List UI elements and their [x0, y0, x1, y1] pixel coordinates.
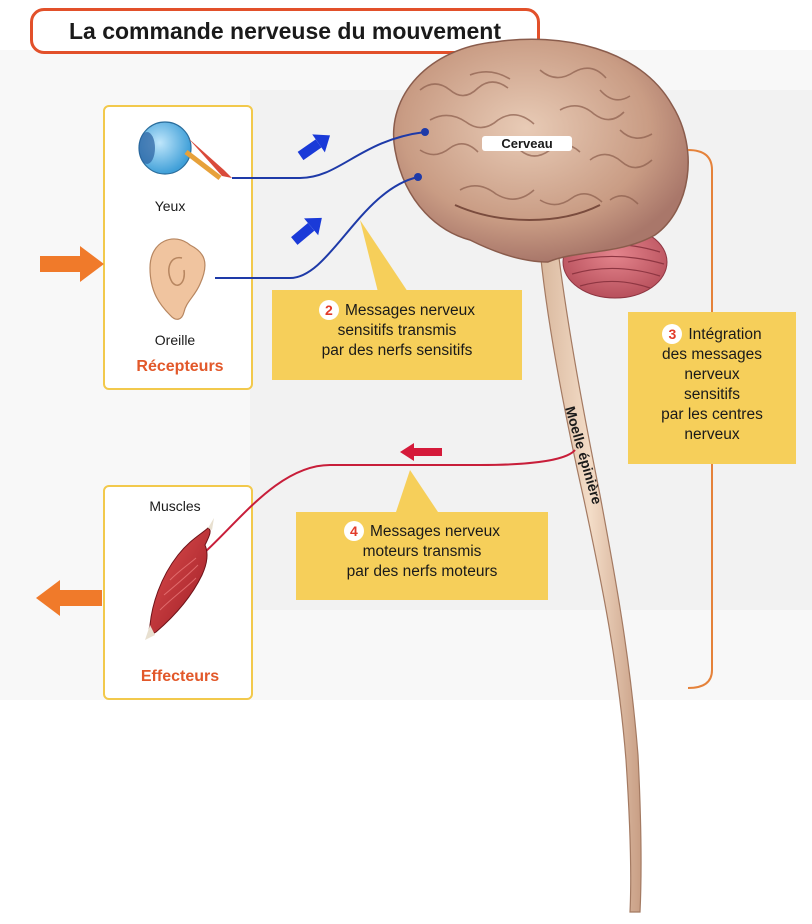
- sensory-arrow-lower: [287, 209, 329, 249]
- ear-icon: [150, 239, 205, 319]
- integration-callout-line-5: par les centres: [628, 405, 796, 425]
- motor-callout-line-2: moteurs transmis: [296, 542, 548, 562]
- sensory-callout-pointer: [360, 220, 408, 292]
- step-3-badge: 3: [662, 324, 682, 344]
- integration-callout-line-2: des messages: [628, 345, 796, 365]
- sensory-callout-line-3: par des nerfs sensitifs: [272, 341, 522, 361]
- sensory-messages-callout: 2Messages nerveux sensitifs transmis par…: [272, 290, 522, 380]
- muscle-icon: [145, 518, 214, 640]
- spinal-cord: [540, 250, 641, 912]
- output-arrow: [36, 580, 102, 616]
- muscle-label: Muscles: [135, 498, 215, 514]
- motor-arrow: [400, 443, 442, 461]
- sensory-arrow-upper: [294, 126, 336, 165]
- motor-callout-pointer: [395, 470, 440, 515]
- sensory-callout-line-2: sensitifs transmis: [272, 321, 522, 341]
- receptors-label: Récepteurs: [110, 358, 250, 376]
- motor-callout-line-3: par des nerfs moteurs: [296, 562, 548, 582]
- ear-label: Oreille: [140, 332, 210, 348]
- integration-callout-line-3: nerveux: [628, 365, 796, 385]
- eye-label: Yeux: [140, 198, 200, 214]
- integration-callout-line-4: sensitifs: [628, 385, 796, 405]
- step-2-badge: 2: [319, 300, 339, 320]
- sensory-callout-line-1: 2Messages nerveux: [272, 300, 522, 321]
- brain-label: Cerveau: [482, 136, 572, 151]
- integration-callout: 3Intégration des messages nerveux sensit…: [628, 312, 796, 464]
- step-4-badge: 4: [344, 521, 364, 541]
- motor-messages-callout: 4Messages nerveux moteurs transmis par d…: [296, 512, 548, 600]
- motor-callout-line-1: 4Messages nerveux: [296, 521, 548, 542]
- integration-callout-line-6: nerveux: [628, 425, 796, 445]
- effectors-label: Effecteurs: [110, 668, 250, 686]
- integration-callout-line-1: 3Intégration: [628, 324, 796, 345]
- input-arrow: [40, 246, 104, 282]
- eye-icon: [139, 122, 232, 178]
